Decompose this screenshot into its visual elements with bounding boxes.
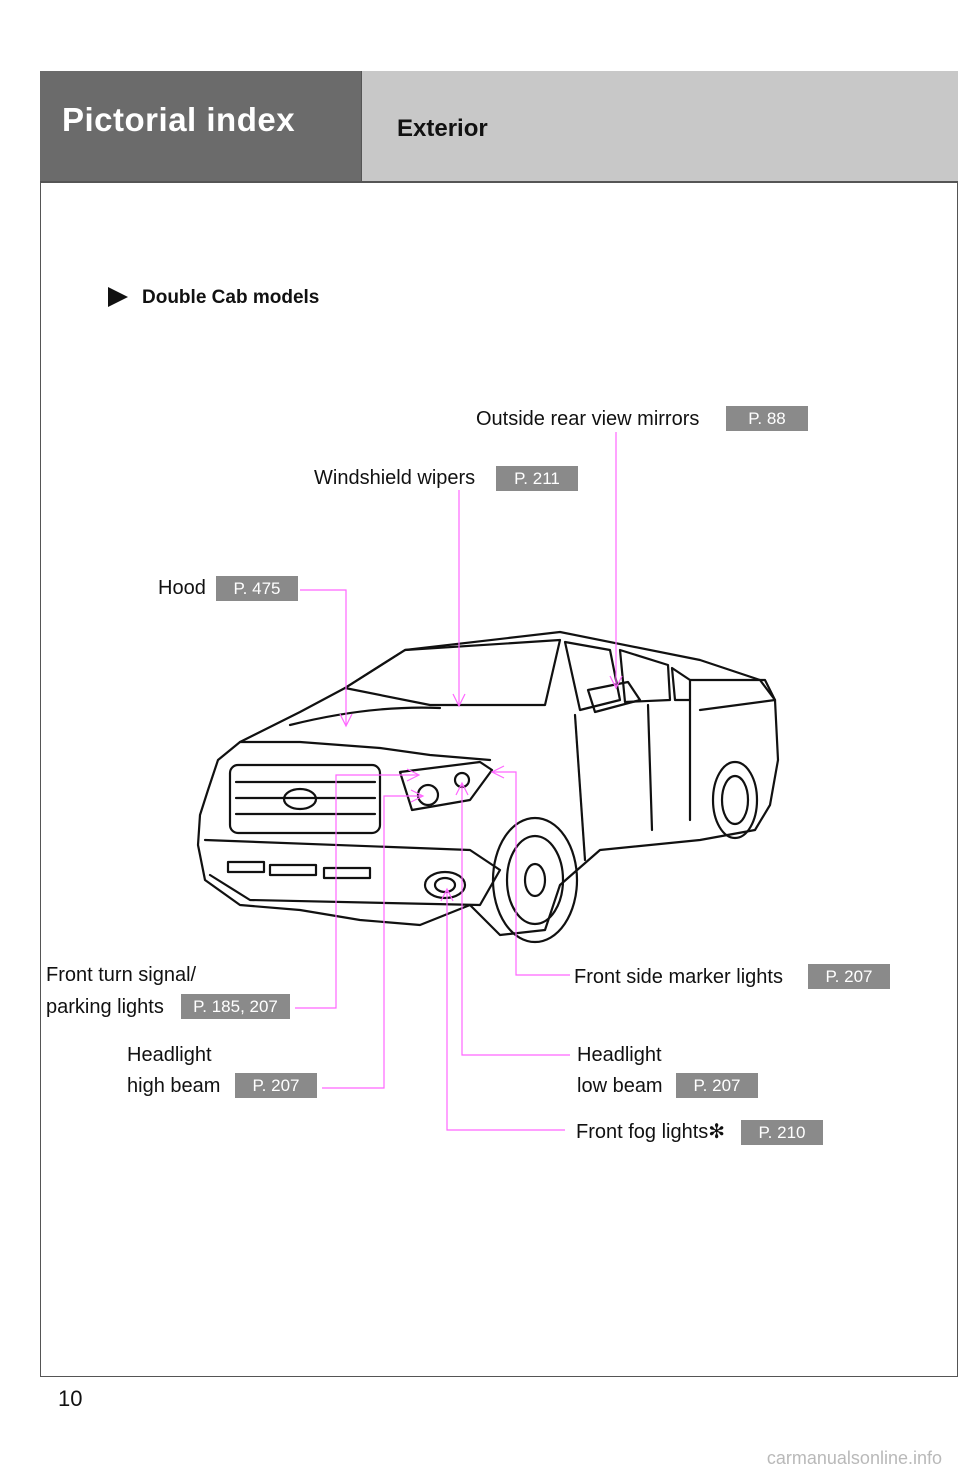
callout-low-beam-label-2: low beam (577, 1075, 663, 1097)
callout-high-beam-label-2: high beam (127, 1075, 221, 1097)
section-header: Pictorial index (40, 71, 362, 182)
page-ref-side-marker[interactable]: P. 207 (808, 964, 890, 989)
page-ref-hood[interactable]: P. 475 (216, 576, 298, 601)
leader-lines (295, 432, 623, 1131)
callout-wipers-label: Windshield wipers (314, 467, 476, 489)
page-ref-high-beam[interactable]: P. 207 (235, 1073, 317, 1098)
page-number: 10 (58, 1386, 83, 1411)
section-title: Pictorial index (62, 101, 296, 138)
page-ref-outside-mirrors[interactable]: P. 88 (726, 406, 808, 431)
page-ref-turn-signal[interactable]: P. 185, 207 (181, 994, 290, 1019)
callout-fog-text: Front fog lights (576, 1121, 709, 1143)
page-ref-low-beam[interactable]: P. 207 (676, 1073, 758, 1098)
callout-outside-mirrors-label: Outside rear view mirrors (476, 408, 700, 430)
callout-high-beam-label-1: Headlight (127, 1044, 212, 1066)
callout-side-marker-label: Front side marker lights (574, 966, 783, 988)
watermark: carmanualsonline.info (766, 1448, 942, 1468)
page-title: Exterior (397, 115, 488, 142)
asterisk-icon: ✻ (708, 1121, 726, 1143)
header-divider (40, 181, 958, 183)
callout-low-beam-label-1: Headlight (577, 1044, 662, 1066)
callout-hood-label: Hood (158, 577, 206, 599)
callout-fog-label: Front fog lights✻ (576, 1117, 725, 1148)
truck-outline (196, 630, 780, 944)
page-header: Exterior (362, 71, 958, 182)
callout-turn-signal-label-2: parking lights (46, 996, 164, 1018)
callout-turn-signal-label-1: Front turn signal/ (46, 964, 197, 986)
subheading: Double Cab models (108, 287, 319, 309)
page-ref-fog[interactable]: P. 210 (741, 1120, 823, 1145)
subheading-text: Double Cab models (142, 287, 320, 308)
triangle-bullet-icon (108, 287, 128, 307)
page-ref-wipers[interactable]: P. 211 (496, 466, 578, 491)
